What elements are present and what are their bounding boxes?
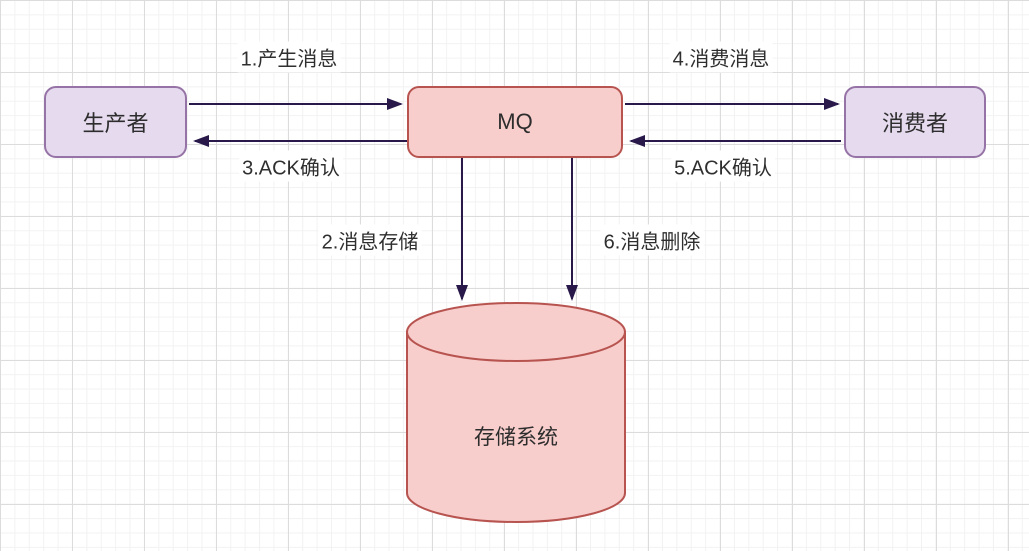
node-consumer-label: 消费者 xyxy=(881,111,948,136)
node-mq-label: MQ xyxy=(497,109,533,134)
node-storage-label: 存储系统 xyxy=(474,426,558,449)
edge-label-delete: 6.消息删除 xyxy=(600,224,704,256)
edge-label-consume: 4.消费消息 xyxy=(669,41,773,73)
node-producer-label: 生产者 xyxy=(82,111,149,136)
node-consumer: 消费者 xyxy=(844,86,986,158)
edge-label-ack-producer: 3.ACK确认 xyxy=(239,150,343,182)
edge-label-store: 2.消息存储 xyxy=(318,224,422,256)
storage-cylinder xyxy=(406,302,626,523)
node-producer: 生产者 xyxy=(44,86,187,158)
edge-label-ack-consumer: 5.ACK确认 xyxy=(671,150,775,182)
edge-label-produce: 1.产生消息 xyxy=(237,41,341,73)
node-mq: MQ xyxy=(407,86,623,158)
